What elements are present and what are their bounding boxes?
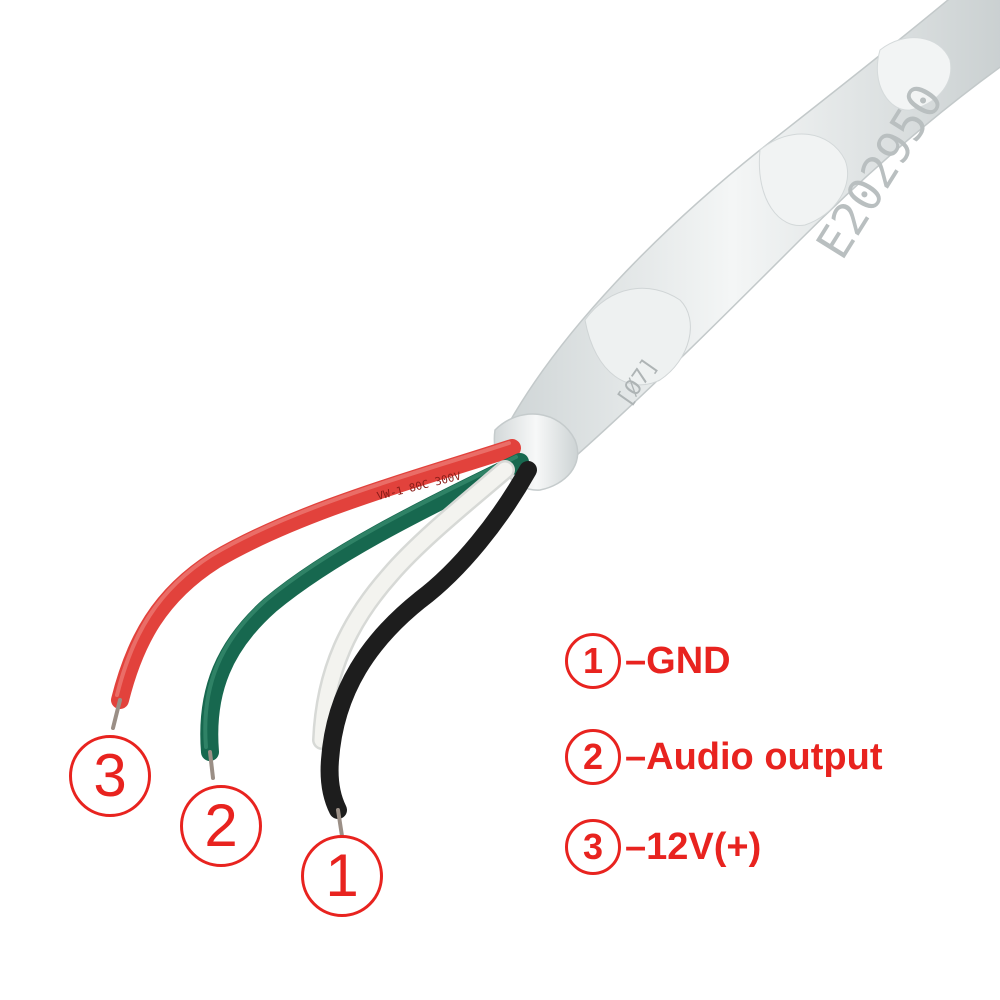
wire-number-1: 1 <box>301 835 383 917</box>
legend-row-2: 2 –Audio output <box>565 729 985 789</box>
red-wire <box>111 439 521 709</box>
wire-number-3: 3 <box>69 735 151 817</box>
legend-row-3: 3 –12V(+) <box>565 819 985 879</box>
wires <box>111 439 537 819</box>
cable-jacket <box>504 0 1000 471</box>
legend-number-2: 2 <box>565 729 621 785</box>
green-wire <box>200 453 529 761</box>
black-wire <box>320 461 537 819</box>
legend-label-3: –12V(+) <box>625 826 762 868</box>
legend-number-1: 1 <box>565 633 621 689</box>
legend-label-2: –Audio output <box>625 736 883 778</box>
white-wire <box>314 462 513 748</box>
wire-number-2: 2 <box>180 785 262 867</box>
legend-label-1: –GND <box>625 640 731 682</box>
conductor-tips <box>111 698 344 838</box>
legend-number-3: 3 <box>565 819 621 875</box>
legend-row-1: 1 –GND <box>565 633 985 693</box>
